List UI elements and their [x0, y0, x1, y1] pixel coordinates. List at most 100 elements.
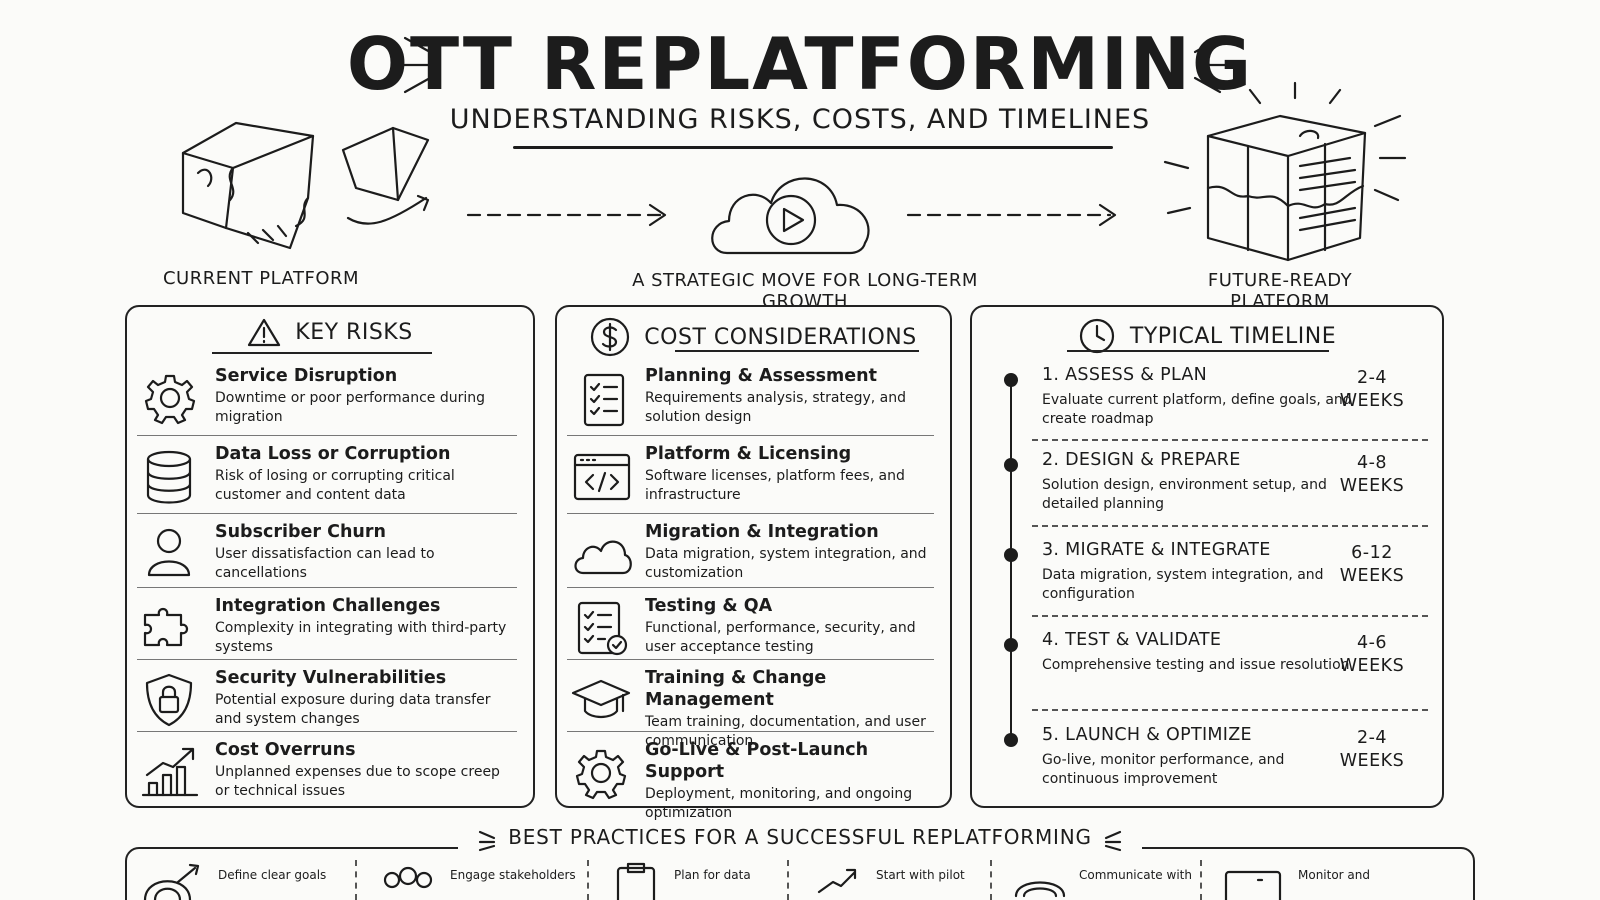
risk-title: Integration Challenges: [215, 596, 441, 616]
user-icon: [147, 528, 191, 577]
risk-title: Service Disruption: [215, 366, 398, 386]
phase-duration-unit: WEEKS: [1339, 476, 1405, 496]
risk-desc: Downtime or poor performance during migr…: [215, 390, 486, 425]
checklist-icon: [583, 373, 625, 427]
cost-desc: Data migration, system integration, and …: [645, 546, 927, 581]
timeline-dot: [1004, 548, 1018, 562]
cost-title: Go-Live & Post-Launch Support: [645, 740, 869, 782]
best-practice-label: Plan for data: [674, 868, 751, 882]
broken-puzzle-cube-icon: [181, 121, 430, 250]
phase-duration-unit: WEEKS: [1339, 566, 1405, 586]
phase-title: 4. TEST & VALIDATE: [1042, 630, 1222, 650]
chat-icon: [1014, 881, 1066, 898]
phase-duration-unit: WEEKS: [1339, 391, 1405, 411]
chart-up-icon: [141, 747, 199, 797]
timeline-header: TYPICAL TIMELINE: [972, 317, 1442, 355]
phase-duration-range: 6-12: [1351, 543, 1393, 563]
cloud-play-icon: [711, 177, 870, 255]
risk-title: Security Vulnerabilities: [215, 668, 447, 688]
best-practices-heading: BEST PRACTICES FOR A SUCCESSFUL REPLATFO…: [508, 825, 1092, 849]
phase-duration-range: 2-4: [1356, 728, 1388, 748]
timeline-heading-underline: [1067, 350, 1329, 352]
typical-timeline-panel: TYPICAL TIMELINE 1. ASSESS & PLAN Evalua…: [970, 305, 1444, 808]
timeline-dot: [1004, 373, 1018, 387]
monitor-icon: [1224, 870, 1282, 900]
current-platform-caption: CURRENT PLATFORM: [162, 268, 360, 289]
phase-title: 3. MIGRATE & INTEGRATE: [1042, 540, 1271, 560]
separator: [787, 860, 789, 900]
key-risks-header: KEY RISKS: [127, 317, 533, 347]
trend-arrow-icon: [817, 868, 857, 894]
risk-title: Subscriber Churn: [215, 522, 386, 542]
phase-duration-unit: WEEKS: [1339, 656, 1405, 676]
spark-left-icon: [393, 36, 432, 94]
phase-duration-range: 2-4: [1356, 368, 1388, 388]
page-title: OTT REPLATFORMING: [346, 22, 1254, 106]
phase-desc: Solution design, environment setup, and …: [1042, 477, 1327, 512]
separator: [587, 860, 589, 900]
database-icon: [146, 450, 192, 504]
gear-icon: [575, 749, 627, 800]
separator: [1200, 860, 1202, 900]
timeline-heading: TYPICAL TIMELINE: [1129, 323, 1337, 349]
divider: [567, 513, 934, 514]
dollar-icon: [591, 317, 630, 357]
cost-heading: COST CONSIDERATIONS: [644, 324, 917, 350]
graduation-cap-icon: [571, 679, 631, 719]
people-icon: [383, 866, 433, 889]
phase-title: 1. ASSESS & PLAN: [1042, 365, 1208, 385]
phase-desc: Data migration, system integration, and …: [1042, 567, 1324, 602]
phase-desc: Go-live, monitor performance, and contin…: [1042, 752, 1285, 787]
phase-desc: Evaluate current platform, define goals,…: [1042, 392, 1352, 427]
cloud-icon: [574, 540, 632, 575]
phase-desc: Comprehensive testing and issue resoluti…: [1042, 657, 1350, 673]
key-risks-heading-underline: [212, 352, 432, 354]
best-practices-header: BEST PRACTICES FOR A SUCCESSFUL REPLATFO…: [0, 825, 1600, 851]
divider: [137, 587, 517, 588]
divider: [137, 659, 517, 660]
cost-desc: Software licenses, platform fees, and in…: [645, 468, 905, 503]
warning-icon: [248, 318, 281, 347]
complete-puzzle-cube-icon: [1163, 81, 1407, 262]
timeline-divider: [1032, 615, 1428, 617]
clipboard-icon: [616, 862, 656, 900]
separator: [990, 860, 992, 900]
page-subtitle: UNDERSTANDING RISKS, COSTS, AND TIMELINE…: [449, 104, 1151, 135]
best-practice-label: Engage stakeholders: [450, 868, 576, 882]
phase-duration-range: 4-6: [1356, 633, 1388, 653]
flow-arrow-left-icon: [466, 203, 667, 227]
divider: [137, 513, 517, 514]
cost-header: COST CONSIDERATIONS: [557, 317, 950, 357]
timeline-divider: [1032, 439, 1428, 441]
divider: [567, 659, 934, 660]
divider: [137, 731, 517, 732]
spark-left-icon: [479, 830, 496, 851]
spark-right-icon: [1193, 36, 1232, 94]
cost-desc: Deployment, monitoring, and ongoing opti…: [645, 786, 913, 821]
risk-title: Cost Overruns: [215, 740, 356, 760]
code-window-icon: [573, 453, 631, 501]
cost-desc: Team training, documentation, and user c…: [645, 714, 926, 749]
flow-arrow-right-icon: [906, 203, 1117, 227]
phase-duration-range: 4-8: [1356, 453, 1388, 473]
test-checklist-icon: [577, 601, 628, 656]
shield-lock-icon: [145, 673, 193, 727]
divider: [567, 587, 934, 588]
cost-title: Platform & Licensing: [645, 444, 852, 464]
risk-desc: Potential exposure during data transfer …: [215, 692, 491, 727]
phase-title: 5. LAUNCH & OPTIMIZE: [1042, 725, 1252, 745]
divider: [567, 731, 934, 732]
phase-title: 2. DESIGN & PREPARE: [1042, 450, 1241, 470]
